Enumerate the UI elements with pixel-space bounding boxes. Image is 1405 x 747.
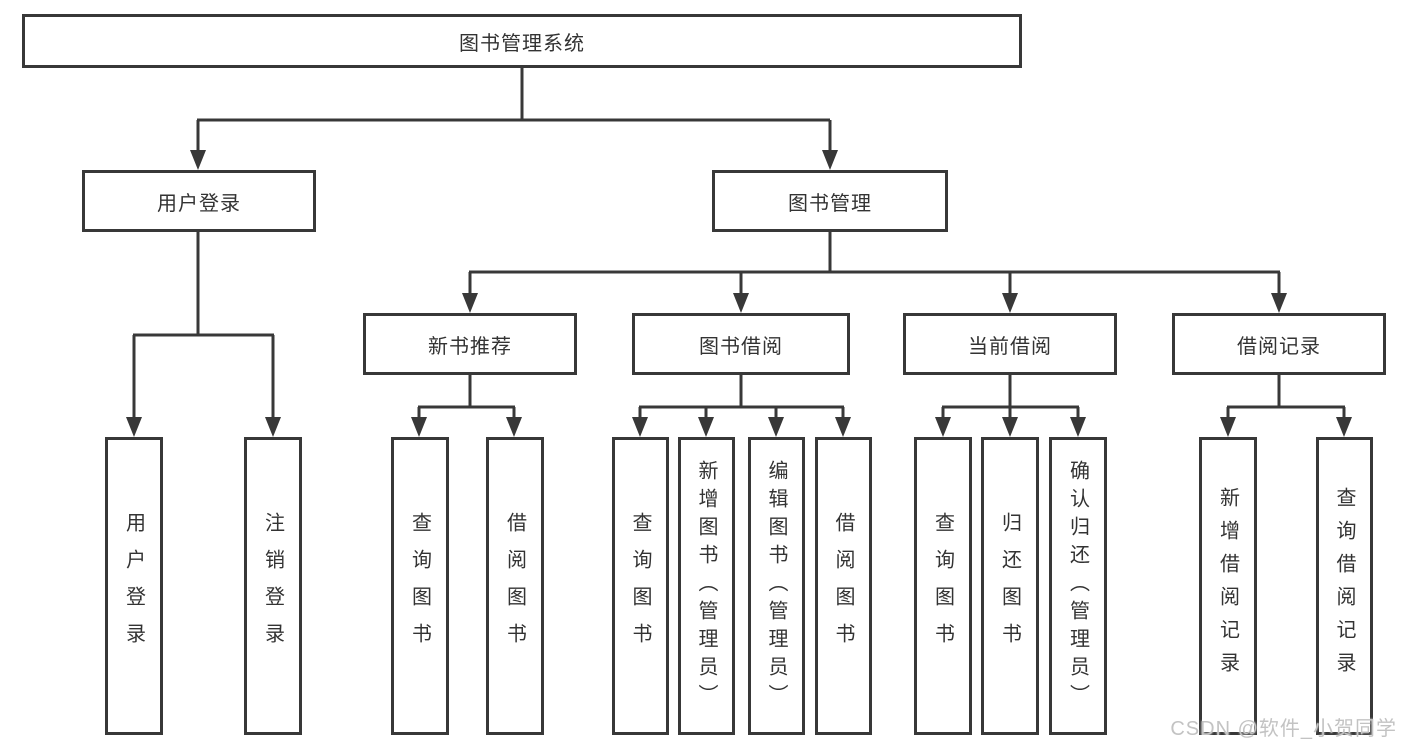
leaf-query-books-recommend-label: 查询图书 bbox=[408, 512, 431, 660]
node-book-borrowing-label: 图书借阅 bbox=[699, 335, 783, 358]
leaf-query-books-current: 查询图书 bbox=[914, 437, 972, 735]
leaf-query-borrow-record: 查询借阅记录 bbox=[1316, 437, 1373, 735]
leaf-borrow-books: 借阅图书 bbox=[815, 437, 872, 735]
leaf-edit-books-admin-label: 编辑图书（管理员） bbox=[765, 460, 787, 712]
leaf-add-books-admin-label: 新增图书（管理员） bbox=[695, 460, 717, 712]
leaf-query-borrow-record-label: 查询借阅记录 bbox=[1333, 487, 1355, 685]
node-book-management: 图书管理 bbox=[712, 170, 948, 232]
leaf-logout: 注销登录 bbox=[244, 437, 302, 735]
node-user-login-label: 用户登录 bbox=[157, 192, 241, 215]
node-library-management-system: 图书管理系统 bbox=[22, 14, 1022, 68]
node-user-login: 用户登录 bbox=[82, 170, 316, 232]
leaf-add-books-admin: 新增图书（管理员） bbox=[678, 437, 735, 735]
leaf-query-books-borrowing: 查询图书 bbox=[612, 437, 669, 735]
node-new-book-recommendation-label: 新书推荐 bbox=[428, 335, 512, 358]
leaf-confirm-return-admin-label: 确认归还（管理员） bbox=[1066, 460, 1089, 712]
node-new-book-recommendation: 新书推荐 bbox=[363, 313, 577, 375]
leaf-query-books-recommend: 查询图书 bbox=[391, 437, 449, 735]
leaf-borrow-books-recommend-label: 借阅图书 bbox=[503, 512, 526, 660]
leaf-borrow-books-label: 借阅图书 bbox=[832, 512, 854, 660]
node-book-borrowing: 图书借阅 bbox=[632, 313, 850, 375]
leaf-borrow-books-recommend: 借阅图书 bbox=[486, 437, 544, 735]
node-current-borrowing-label: 当前借阅 bbox=[968, 335, 1052, 358]
leaf-return-books-label: 归还图书 bbox=[998, 512, 1021, 660]
leaf-add-borrow-record: 新增借阅记录 bbox=[1199, 437, 1257, 735]
leaf-add-borrow-record-label: 新增借阅记录 bbox=[1216, 487, 1239, 685]
node-borrowing-records-label: 借阅记录 bbox=[1237, 335, 1321, 358]
csdn-watermark: CSDN @软件_小贺同学 bbox=[1170, 718, 1397, 740]
leaf-user-login: 用户登录 bbox=[105, 437, 163, 735]
leaf-query-books-current-label: 查询图书 bbox=[931, 512, 954, 660]
leaf-query-books-borrowing-label: 查询图书 bbox=[629, 512, 651, 660]
leaf-logout-label: 注销登录 bbox=[261, 512, 284, 660]
node-current-borrowing: 当前借阅 bbox=[903, 313, 1117, 375]
node-book-management-label: 图书管理 bbox=[788, 192, 872, 215]
leaf-user-login-label: 用户登录 bbox=[122, 512, 145, 660]
node-borrowing-records: 借阅记录 bbox=[1172, 313, 1386, 375]
node-library-management-system-label: 图书管理系统 bbox=[459, 32, 585, 55]
leaf-edit-books-admin: 编辑图书（管理员） bbox=[748, 437, 805, 735]
leaf-return-books: 归还图书 bbox=[981, 437, 1039, 735]
leaf-confirm-return-admin: 确认归还（管理员） bbox=[1049, 437, 1107, 735]
